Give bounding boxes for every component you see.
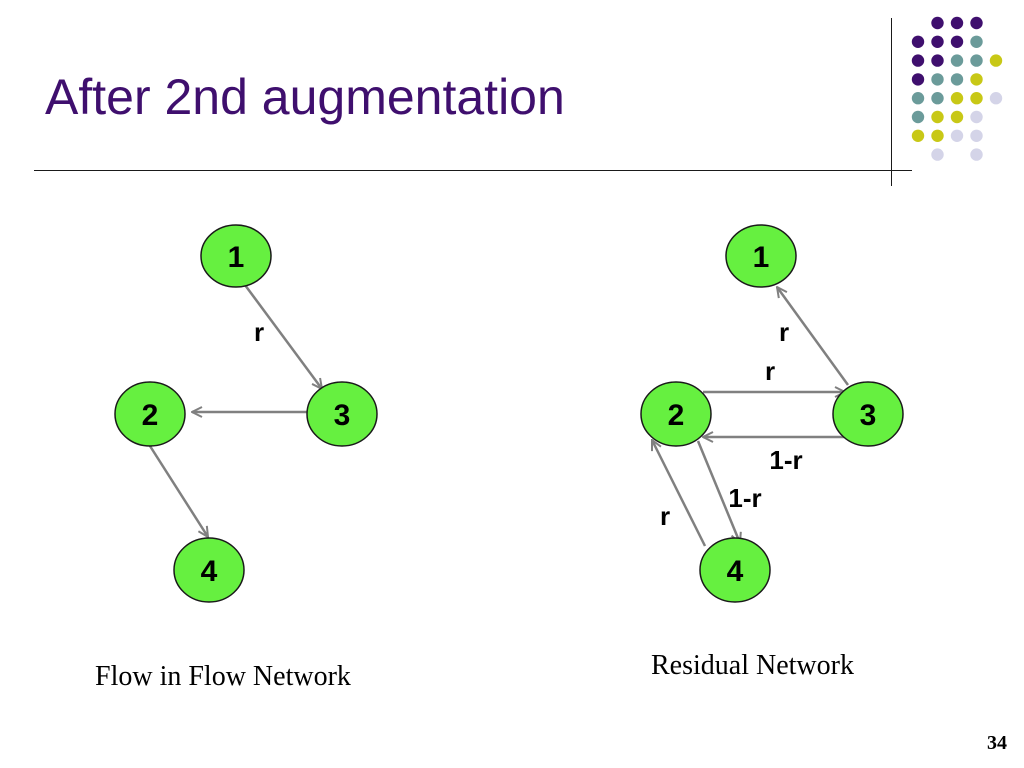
residual-network-caption: Residual Network <box>651 650 854 681</box>
residual-edge-2-4 <box>696 440 740 543</box>
residual-edge-label-4-2: r <box>660 501 670 531</box>
decorative-dot <box>989 92 1003 105</box>
title-divider <box>34 170 912 171</box>
flow-node-2: 2 <box>114 381 186 447</box>
decorative-dot <box>970 16 983 30</box>
decorative-dot <box>970 92 983 105</box>
decorative-dot <box>970 129 983 142</box>
flow-node-1: 1 <box>200 224 272 288</box>
decorative-dot <box>931 92 944 105</box>
decorative-dot <box>911 35 925 48</box>
decorative-dot <box>911 73 925 86</box>
decorative-dot <box>931 35 944 48</box>
decorative-dot <box>950 54 964 67</box>
residual-node-3: 3 <box>832 381 904 447</box>
residual-edge-label-2-3: r <box>765 356 775 386</box>
slide-title: After 2nd augmentation <box>45 69 565 125</box>
flow-node-4: 4 <box>173 537 245 603</box>
flow-edge-label-1-3: r <box>254 317 264 347</box>
decorative-dot <box>970 110 983 124</box>
decorative-dot <box>950 92 964 105</box>
residual-node-1-label: 1 <box>753 241 770 274</box>
decorative-dot-grid <box>911 16 1003 161</box>
flow-edge-2-4 <box>148 445 208 537</box>
residual-edge-label-2-4: 1-r <box>728 483 761 513</box>
residual-edge-3-1 <box>777 287 850 386</box>
flow-edge-1-3 <box>243 284 322 389</box>
decorative-dot <box>931 54 944 67</box>
flow-node-2-label: 2 <box>142 399 159 432</box>
residual-node-2-label: 2 <box>668 399 685 432</box>
flow-network-caption: Flow in Flow Network <box>95 661 351 692</box>
flow-node-4-label: 4 <box>201 555 218 588</box>
decorative-dot <box>931 129 944 142</box>
residual-node-2: 2 <box>640 381 712 447</box>
decorative-dot <box>950 129 964 142</box>
decorative-dot <box>911 92 925 105</box>
decorative-dot <box>950 35 964 48</box>
residual-edge-label-3-2: 1-r <box>769 445 802 475</box>
flow-network: r 1 2 3 4 <box>114 224 378 603</box>
residual-network: r r 1-r 1-r r 1 2 3 4 <box>640 224 904 603</box>
decorative-dot <box>970 148 983 161</box>
flow-node-3-label: 3 <box>334 399 351 432</box>
corner-divider <box>891 18 892 186</box>
flow-node-1-label: 1 <box>228 241 245 274</box>
page-number: 34 <box>987 732 1007 754</box>
flow-node-3: 3 <box>306 381 378 447</box>
decorative-dot <box>950 73 964 86</box>
decorative-dot <box>970 35 983 48</box>
decorative-dot <box>931 16 944 30</box>
decorative-dot <box>950 16 964 30</box>
decorative-dot <box>950 110 964 124</box>
decorative-dot <box>911 110 925 124</box>
decorative-dot <box>931 110 944 124</box>
decorative-dot <box>989 54 1003 67</box>
residual-node-4: 4 <box>699 537 771 603</box>
decorative-dot <box>970 54 983 67</box>
residual-node-1: 1 <box>725 224 797 288</box>
decorative-dot <box>911 54 925 67</box>
residual-edge-4-2 <box>650 440 707 547</box>
residual-edge-label-3-1: r <box>779 317 789 347</box>
decorative-dot <box>970 73 983 86</box>
decorative-dot <box>931 73 944 86</box>
decorative-dot <box>911 129 925 142</box>
residual-node-3-label: 3 <box>860 399 877 432</box>
residual-node-4-label: 4 <box>727 555 744 588</box>
decorative-dot <box>931 148 944 161</box>
